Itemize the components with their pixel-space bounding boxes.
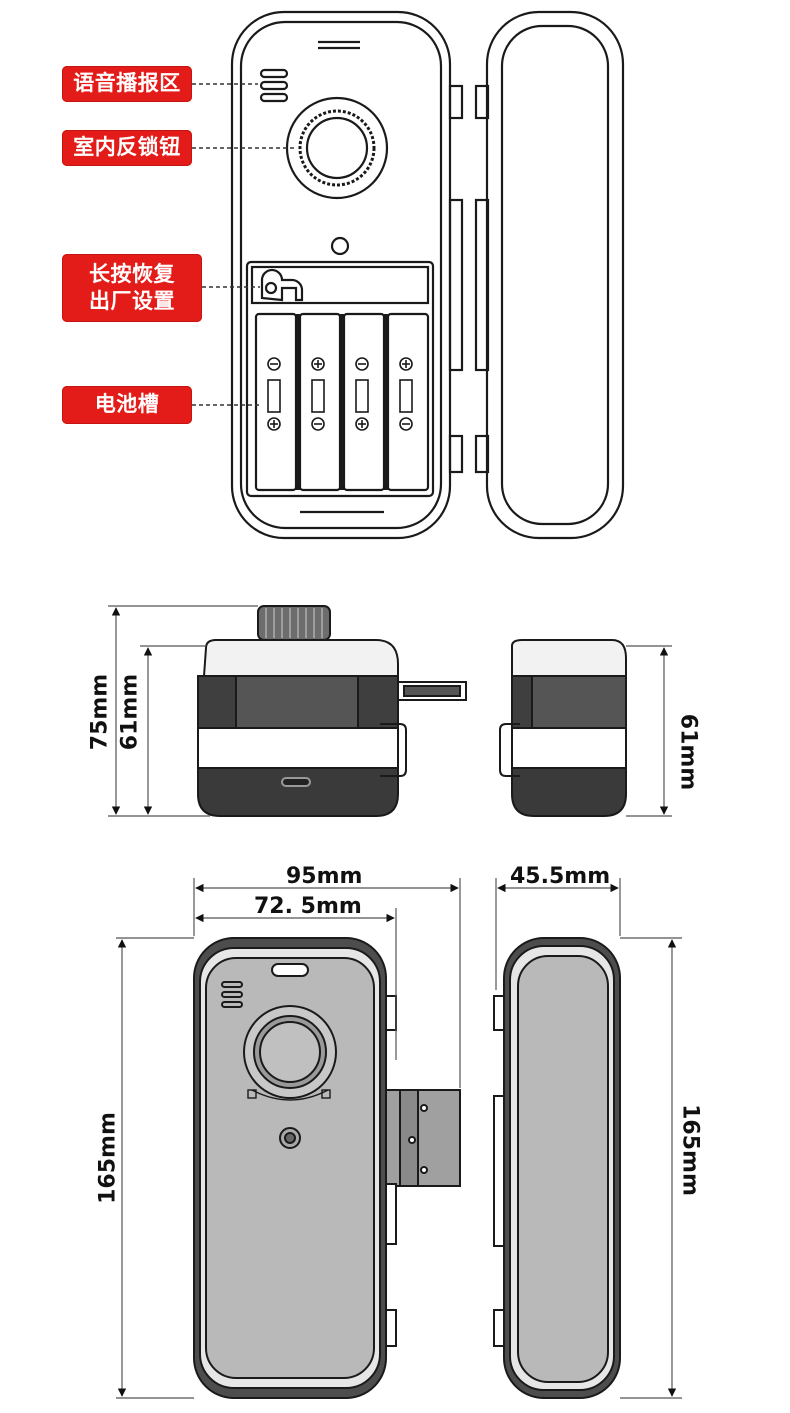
dim-height-body-left: 61mm xyxy=(117,673,143,751)
dim-height-body-right: 61mm xyxy=(675,713,701,791)
side-view-right xyxy=(499,639,627,817)
callout-indoor-knob: 室内反锁钮 xyxy=(62,130,192,166)
dimension-lines-side xyxy=(108,605,672,817)
callout-reset-line1: 长按恢复 xyxy=(89,262,175,286)
dim-length-left: 165mm xyxy=(95,1112,121,1204)
front-view-left xyxy=(193,937,461,1399)
open-lock-front xyxy=(230,10,464,540)
callout-factory-reset: 长按恢复 出厂设置 xyxy=(62,254,202,322)
callout-voice-area: 语音播报区 xyxy=(62,66,192,102)
callout-battery-label: 电池槽 xyxy=(94,393,160,417)
callout-leaders xyxy=(192,83,296,406)
callout-knob-label: 室内反锁钮 xyxy=(73,136,181,160)
open-lock-cover xyxy=(474,10,625,540)
callout-reset-line2: 出厂设置 xyxy=(89,290,175,313)
dimension-lines-front xyxy=(116,878,682,1399)
side-view-left xyxy=(197,605,467,817)
dim-width-body: 72. 5mm xyxy=(254,894,362,919)
callout-battery-slot: 电池槽 xyxy=(62,386,192,424)
dim-depth: 45.5mm xyxy=(510,864,611,889)
dim-length-right: 165mm xyxy=(677,1104,703,1196)
dim-height-total: 75mm xyxy=(87,673,113,751)
dim-width-total: 95mm xyxy=(286,864,363,889)
front-view-right xyxy=(493,937,621,1399)
callout-voice-label: 语音播报区 xyxy=(73,72,181,96)
